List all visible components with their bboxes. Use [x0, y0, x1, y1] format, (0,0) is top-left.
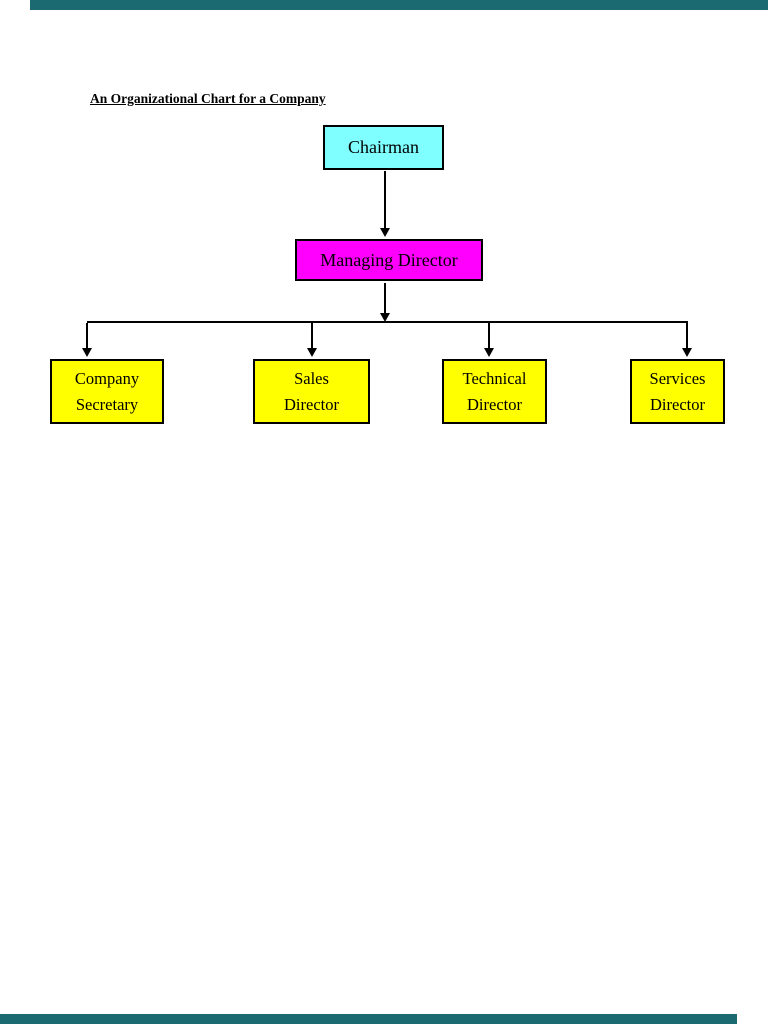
connector-horizontal-rail: [87, 321, 688, 323]
node-company-secretary: Company Secretary: [50, 359, 164, 424]
connector-drop-technical-director: [488, 323, 490, 349]
arrow-down-icon: [380, 228, 390, 237]
node-label-line: Director: [650, 394, 705, 414]
node-sales-director: Sales Director: [253, 359, 370, 424]
arrow-down-icon: [307, 348, 317, 357]
node-technical-director: Technical Director: [442, 359, 547, 424]
node-services-director: Services Director: [630, 359, 725, 424]
connector-drop-sales-director: [311, 323, 313, 349]
node-chairman-label: Chairman: [348, 137, 419, 157]
node-label-line: Company: [74, 368, 140, 388]
arrow-down-icon: [484, 348, 494, 357]
arrow-down-icon: [682, 348, 692, 357]
node-managing-director-label: Managing Director: [320, 249, 458, 270]
arrow-down-icon: [82, 348, 92, 357]
arrow-down-icon: [380, 313, 390, 322]
document-title: An Organizational Chart for a Company: [90, 91, 326, 106]
viewer-top-bar: [30, 0, 768, 10]
connector-drop-services-director: [686, 323, 688, 349]
node-label-line: Secretary: [75, 394, 139, 414]
connector-managing-director-stem: [384, 283, 386, 314]
node-chairman: Chairman: [323, 125, 444, 170]
node-label-line: Services: [649, 368, 706, 388]
node-label-line: Director: [284, 394, 339, 414]
viewer-bottom-bar: [0, 1014, 737, 1024]
connector-drop-company-secretary: [86, 323, 88, 349]
connector-chairman-to-managing-director: [384, 171, 386, 229]
node-label-line: Technical: [462, 368, 527, 388]
node-label-line: Director: [467, 394, 522, 414]
node-label-line: Sales: [294, 368, 329, 388]
node-managing-director: Managing Director: [295, 239, 483, 281]
